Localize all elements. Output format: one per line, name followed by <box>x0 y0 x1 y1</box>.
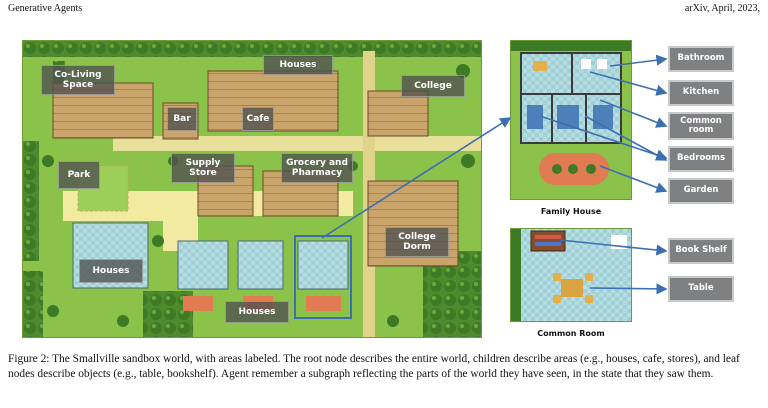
label-garden: Garden <box>668 178 734 204</box>
common-room-illustration <box>511 229 631 321</box>
label-table: Table <box>668 276 734 302</box>
label-supply-store: Supply Store <box>171 153 235 183</box>
figure-caption: Figure 2: The Smallville sandbox world, … <box>8 353 740 381</box>
label-bedrooms: Bedrooms <box>668 146 734 172</box>
label-bar: Bar <box>167 107 197 131</box>
label-college-dorm: College Dorm <box>385 227 449 257</box>
family-house-illustration <box>511 41 631 185</box>
label-grocery-pharmacy: Grocery and Pharmacy <box>281 153 353 183</box>
label-houses-bottom: Houses <box>225 301 289 323</box>
label-park: Park <box>58 161 100 189</box>
label-book-shelf: Book Shelf <box>668 238 734 264</box>
family-house-caption: Family House <box>540 207 602 216</box>
common-room-caption: Common Room <box>537 329 605 338</box>
label-college: College <box>401 75 465 97</box>
running-header-title: Generative Agents <box>8 3 83 14</box>
running-header-venue: arXiv, April, 2023, <box>684 3 760 14</box>
label-common-room: Common room <box>668 112 734 140</box>
common-room-inset <box>510 228 632 322</box>
label-houses-left: Houses <box>79 259 143 283</box>
label-kitchen: Kitchen <box>668 80 734 106</box>
label-cafe: Cafe <box>242 107 274 131</box>
label-houses-top: Houses <box>263 55 333 75</box>
label-co-living-space: Co-Living Space <box>41 65 115 95</box>
label-bathroom: Bathroom <box>668 46 734 72</box>
smallville-map: Co-Living Space Houses College Bar Cafe … <box>22 40 482 338</box>
family-house-inset <box>510 40 632 200</box>
